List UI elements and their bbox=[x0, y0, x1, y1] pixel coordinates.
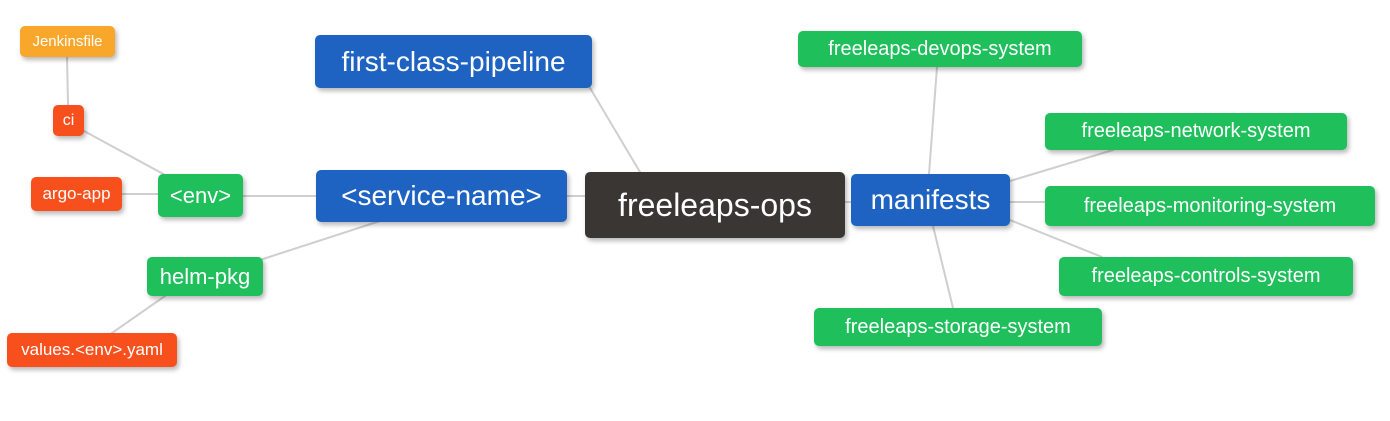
node-env[interactable]: <env> bbox=[158, 174, 243, 217]
edge-manifests-storage bbox=[932, 225, 954, 309]
node-helm-pkg[interactable]: helm-pkg bbox=[147, 257, 263, 296]
edge-helmpkg-servicename bbox=[262, 220, 381, 260]
edge-jenkinsfile-ci bbox=[66, 56, 69, 106]
node-freeleaps-ops[interactable]: freeleaps-ops bbox=[585, 172, 845, 238]
edge-ci-env bbox=[83, 130, 168, 177]
edge-manifests-network bbox=[1009, 149, 1114, 182]
node-ci[interactable]: ci bbox=[53, 105, 84, 136]
edge-values-helmpkg bbox=[111, 295, 166, 334]
node-manifests[interactable]: manifests bbox=[851, 174, 1010, 226]
node-service-name[interactable]: <service-name> bbox=[316, 170, 567, 222]
node-values-env-yaml[interactable]: values.<env>.yaml bbox=[7, 333, 177, 367]
node-freeleaps-network-system[interactable]: freeleaps-network-system bbox=[1045, 113, 1347, 150]
node-first-class-pipeline[interactable]: first-class-pipeline bbox=[315, 35, 592, 88]
edge-manifests-devops bbox=[928, 66, 938, 175]
node-freeleaps-controls-system[interactable]: freeleaps-controls-system bbox=[1059, 257, 1353, 296]
node-freeleaps-storage-system[interactable]: freeleaps-storage-system bbox=[814, 308, 1102, 346]
edge-manifests-controls bbox=[1009, 219, 1103, 258]
node-jenkinsfile[interactable]: Jenkinsfile bbox=[20, 26, 115, 57]
edge-pipeline-root bbox=[589, 87, 641, 173]
node-freeleaps-devops-system[interactable]: freeleaps-devops-system bbox=[798, 31, 1082, 67]
node-freeleaps-monitoring-system[interactable]: freeleaps-monitoring-system bbox=[1045, 186, 1375, 226]
node-argo-app[interactable]: argo-app bbox=[31, 177, 122, 211]
